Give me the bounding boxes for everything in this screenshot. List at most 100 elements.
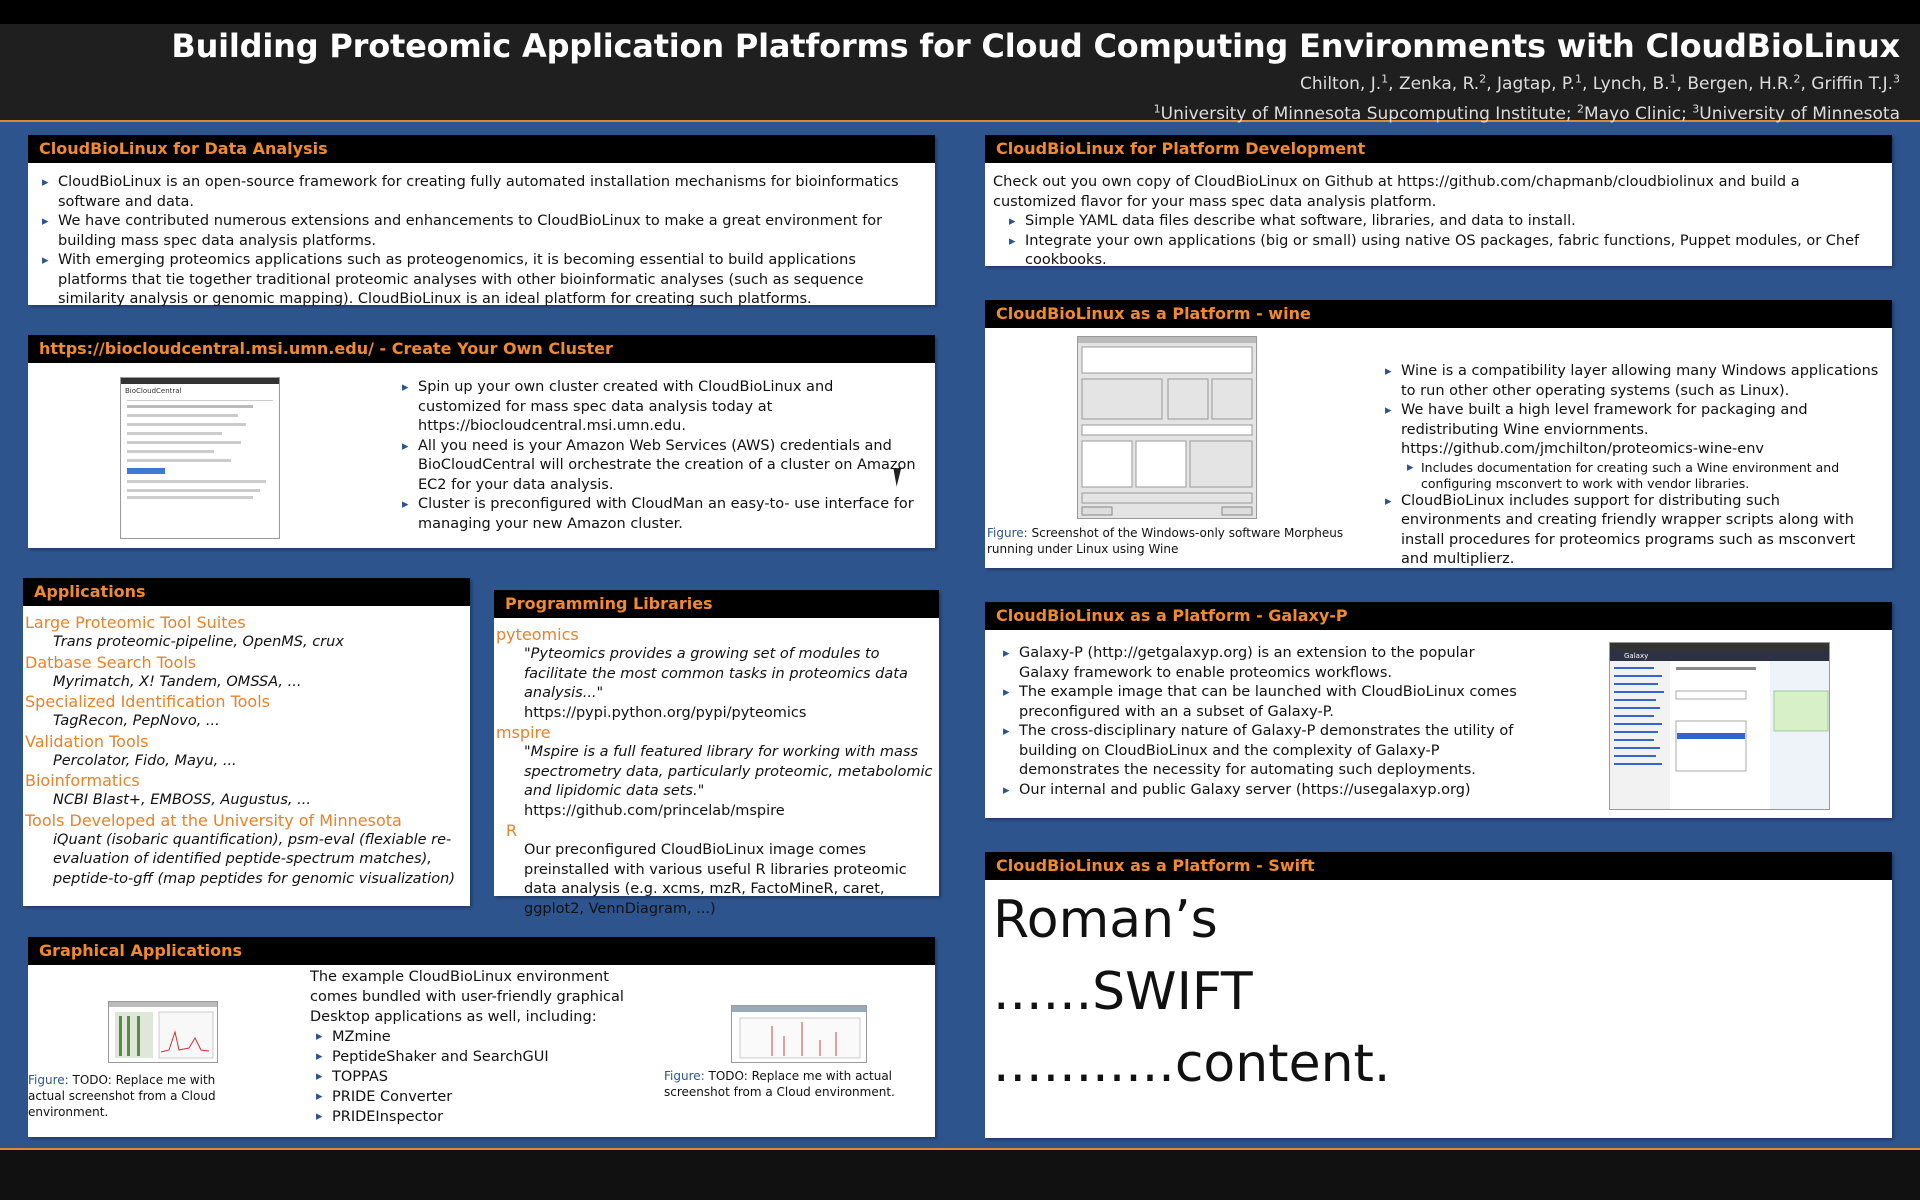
list-item: Spin up your own cluster created with Cl… (396, 378, 920, 437)
author: Jagtap, P.1, (1497, 72, 1593, 94)
library-heading-mspire: mspire (496, 723, 551, 742)
affiliation: 2Mayo Clinic; (1577, 102, 1687, 125)
library-quote: "Pyteomics provides a growing set of mod… (524, 646, 908, 701)
app-group: Tools Developed at the University of Min… (25, 811, 468, 890)
group-text: Trans proteomic-pipeline, OpenMS, crux (53, 634, 344, 650)
affiliation-list: 1University of Minnesota Supcomputing In… (0, 97, 1900, 128)
block-title: Applications (23, 578, 470, 606)
applications-block: Applications Large Proteomic Tool Suites… (23, 578, 470, 906)
platform-dev-block: CloudBioLinux for Platform Development C… (985, 135, 1892, 268)
list-item: Simple YAML data files describe what sof… (1003, 212, 1884, 232)
swift-block: CloudBioLinux as a Platform - Swift Roma… (985, 852, 1892, 1138)
list-item: Wine is a compatibility layer allowing m… (1379, 362, 1883, 401)
author-list: Chilton, J.1, Zenka, R.2, Jagtap, P.1, L… (0, 66, 1900, 97)
graphical-screenshot-1 (108, 1001, 218, 1063)
author: Griffin T.J.3 (1811, 72, 1900, 94)
library-heading-pyteomics: pyteomics (496, 625, 579, 644)
group-heading: Validation Tools (25, 731, 149, 751)
biocloudcentral-screenshot: BioCloudCentral (120, 377, 280, 539)
graphical-screenshot-2 (731, 1005, 867, 1063)
platform-dev-intro: Check out you own copy of CloudBioLinux … (993, 174, 1800, 210)
poster-footer (0, 1148, 1920, 1200)
list-item: The cross-disciplinary nature of Galaxy-… (997, 722, 1527, 781)
group-text: TagRecon, PepNovo, ... (53, 713, 220, 729)
library-heading-r: R (506, 821, 518, 840)
library-url[interactable]: https://pypi.python.org/pypi/pyteomics (524, 704, 807, 721)
list-item: Includes documentation for creating such… (1401, 460, 1883, 492)
swift-line: ...........content. (993, 1034, 1391, 1094)
list-item: PRIDEInspector (310, 1107, 624, 1127)
block-title: https://biocloudcentral.msi.umn.edu/ - C… (28, 335, 935, 363)
window-thumbnail-icon (1078, 337, 1256, 516)
poster-title: Building Proteomic Application Platforms… (171, 27, 1900, 65)
list-item: Cluster is preconfigured with CloudMan a… (396, 495, 920, 534)
swift-line: Roman’s (993, 890, 1218, 950)
group-heading: Bioinformatics (25, 771, 140, 790)
group-text: NCBI Blast+, EMBOSS, Augustus, ... (53, 792, 311, 808)
list-item: Our internal and public Galaxy server (h… (997, 781, 1527, 801)
list-item: With emerging proteomics applications su… (36, 251, 927, 310)
top-bar (0, 0, 1920, 24)
block-title: CloudBioLinux for Data Analysis (28, 135, 935, 163)
library-text: Our preconfigured CloudBioLinux image co… (524, 842, 907, 917)
graphical-app-list: MZmine PeptideShaker and SearchGUI TOPPA… (310, 1027, 624, 1127)
list-item: CloudBioLinux includes support for distr… (1379, 492, 1883, 570)
list-item: PeptideShaker and SearchGUI (310, 1047, 624, 1067)
affiliation: 1University of Minnesota Supcomputing In… (1153, 102, 1572, 125)
libraries-block: Programming Libraries pyteomics "Pyteomi… (494, 590, 939, 917)
block-title: CloudBioLinux as a Platform - Galaxy-P (985, 602, 1892, 630)
wine-sublist: Includes documentation for creating such… (1401, 460, 1883, 492)
wine-block: CloudBioLinux as a Platform - wine Figur… (985, 300, 1892, 568)
cluster-block: https://biocloudcentral.msi.umn.edu/ - C… (28, 335, 935, 548)
group-text: iQuant (isobaric quantification), psm-ev… (53, 831, 455, 887)
author: Chilton, J.1, (1299, 72, 1399, 94)
galaxy-block: CloudBioLinux as a Platform - Galaxy-P G… (985, 602, 1892, 818)
block-title: Graphical Applications (28, 937, 935, 965)
cluster-list: Spin up your own cluster created with Cl… (396, 378, 920, 534)
group-text: Myrimatch, X! Tandem, OMSSA, ... (53, 673, 302, 690)
group-heading: Tools Developed at the University of Min… (25, 810, 402, 830)
author: Zenka, R.2, (1398, 72, 1498, 94)
group-heading: Datbase Search Tools (25, 652, 197, 672)
galaxy-screenshot: Galaxy (1609, 642, 1830, 810)
author: Bergen, H.R.2, (1687, 72, 1812, 94)
block-title: CloudBioLinux for Platform Development (985, 135, 1892, 163)
list-item: PRIDE Converter (310, 1087, 624, 1107)
library-url[interactable]: https://github.com/princelab/mspire (524, 802, 785, 819)
platform-dev-list: Simple YAML data files describe what sof… (1003, 212, 1884, 271)
list-item: TOPPAS (310, 1067, 624, 1087)
swift-line: ......SWIFT (993, 962, 1253, 1022)
galaxy-ui-thumbnail-icon (1610, 661, 1829, 809)
author: Lynch, B.1, (1592, 72, 1688, 94)
list-item: Integrate your own applications (big or … (1003, 232, 1884, 271)
list-item: We have built a high level framework for… (1379, 401, 1883, 492)
group-heading: Large Proteomic Tool Suites (25, 613, 246, 632)
analysis-block: CloudBioLinux for Data Analysis CloudBio… (28, 135, 935, 307)
analysis-list: CloudBioLinux is an open-source framewor… (36, 173, 927, 310)
list-item: The example image that can be launched w… (997, 683, 1527, 722)
screenshot-title: BioCloudCentral (125, 387, 182, 395)
screenshot-title: Galaxy (1610, 651, 1829, 661)
block-title: CloudBioLinux as a Platform - wine (985, 300, 1892, 328)
poster-header: Building Proteomic Application Platforms… (0, 24, 1920, 124)
figure-caption: Figure: TODO: Replace me with actual scr… (664, 1069, 895, 1099)
list-item: All you need is your Amazon Web Services… (396, 437, 920, 496)
spectrum-thumbnail-icon (732, 1006, 866, 1059)
plot-thumbnail-icon (109, 1002, 217, 1059)
list-item: Galaxy-P (http://getgalaxyp.org) is an e… (997, 644, 1527, 683)
figure-caption: Figure: Screenshot of the Windows-only s… (987, 526, 1344, 556)
figure-caption: Figure: TODO: Replace me with actual scr… (28, 1073, 216, 1119)
group-text: Percolator, Fido, Mayu, ... (53, 752, 237, 769)
morpheus-screenshot (1077, 336, 1257, 519)
graphical-block: Graphical Applications Figure: TODO: Rep… (28, 937, 935, 1137)
swift-content: Roman’s ......SWIFT ...........content. (985, 880, 1892, 1104)
galaxy-list: Galaxy-P (http://getgalaxyp.org) is an e… (997, 644, 1527, 800)
list-item: We have contributed numerous extensions … (36, 212, 927, 251)
wine-list: Wine is a compatibility layer allowing m… (1379, 362, 1883, 570)
block-title: CloudBioLinux as a Platform - Swift (985, 852, 1892, 880)
